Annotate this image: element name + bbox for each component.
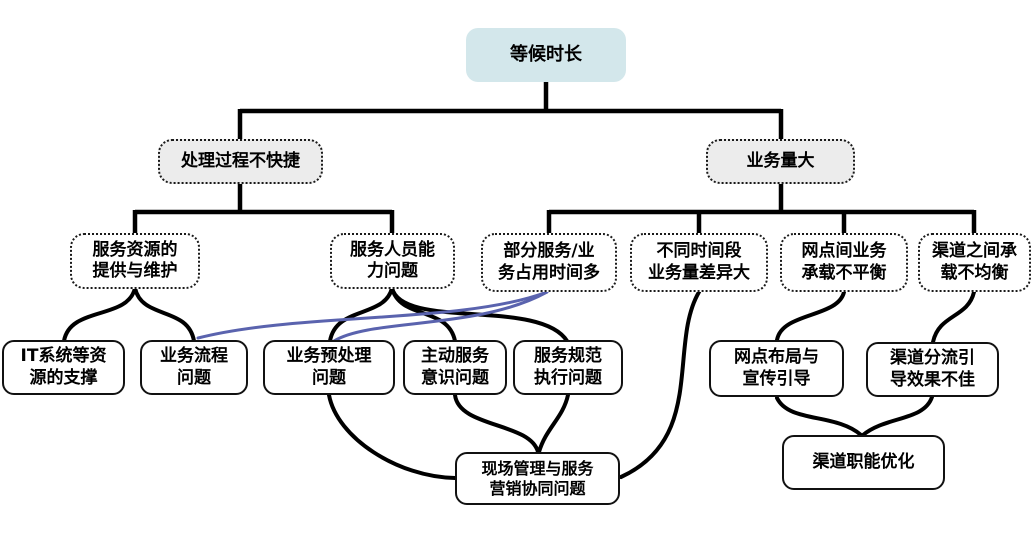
edge-branch-load-to-branch-layout: [775, 290, 846, 342]
edge-channel-load-to-channel-diversion: [931, 290, 976, 344]
edge-service-resource-to-business-process: [133, 286, 196, 343]
node-service-standard-execution-problem: 服务规范 执行问题: [513, 340, 623, 395]
edge-branch-layout-to-channel-function: [775, 396, 863, 437]
edge-time-period-diff-to-onsite-management: [619, 290, 701, 479]
edge-partial-service-to-preprocess: [332, 290, 549, 343]
node-process-not-fast: 处理过程不快捷: [158, 139, 323, 184]
node-channel-function-optimization: 渠道职能优化: [782, 435, 945, 490]
edge-channel-diversion-to-channel-function: [861, 395, 934, 437]
edge-preprocess-to-onsite-management: [327, 393, 457, 480]
node-time-period-volume-difference: 不同时间段 业务量差异大: [630, 233, 768, 292]
node-large-business-volume: 业务量大: [706, 139, 855, 184]
node-branch-layout-promotion-guidance: 网点布局与 宣传引导: [709, 340, 844, 397]
edge-service-resource-to-it-support: [62, 286, 137, 343]
node-service-resource-provision: 服务资源的 提供与维护: [70, 233, 200, 289]
node-partial-service-time-consuming: 部分服务/业 务占用时间多: [481, 233, 617, 292]
node-business-process-problem: 业务流程 问题: [140, 340, 248, 395]
node-waiting-time: 等候时长: [466, 28, 626, 82]
node-channel-load-imbalance: 渠道之间承 载不均衡: [918, 233, 1031, 292]
node-channel-diversion-ineffective: 渠道分流引 导效果不佳: [866, 342, 999, 397]
edge-staff-ability-to-service-standard: [390, 286, 569, 343]
node-proactive-service-awareness-problem: 主动服务 意识问题: [403, 340, 507, 395]
node-it-system-resource-support: IT系统等资 源的支撑: [2, 340, 125, 395]
node-business-preprocessing-problem: 业务预处理 问题: [263, 340, 395, 395]
edge-service-standard-to-onsite-management: [537, 393, 570, 454]
edge-partial-service-to-business-process: [196, 290, 549, 340]
node-branch-load-imbalance: 网点间业务 承载不平衡: [780, 233, 908, 292]
node-staff-ability-problem: 服务人员能 力问题: [330, 233, 455, 289]
edge-proactive-awareness-to-onsite-management: [453, 393, 540, 454]
edge-staff-ability-to-preprocess: [328, 286, 394, 343]
node-onsite-management-marketing-synergy-problem: 现场管理与服务 营销协同问题: [455, 452, 620, 505]
